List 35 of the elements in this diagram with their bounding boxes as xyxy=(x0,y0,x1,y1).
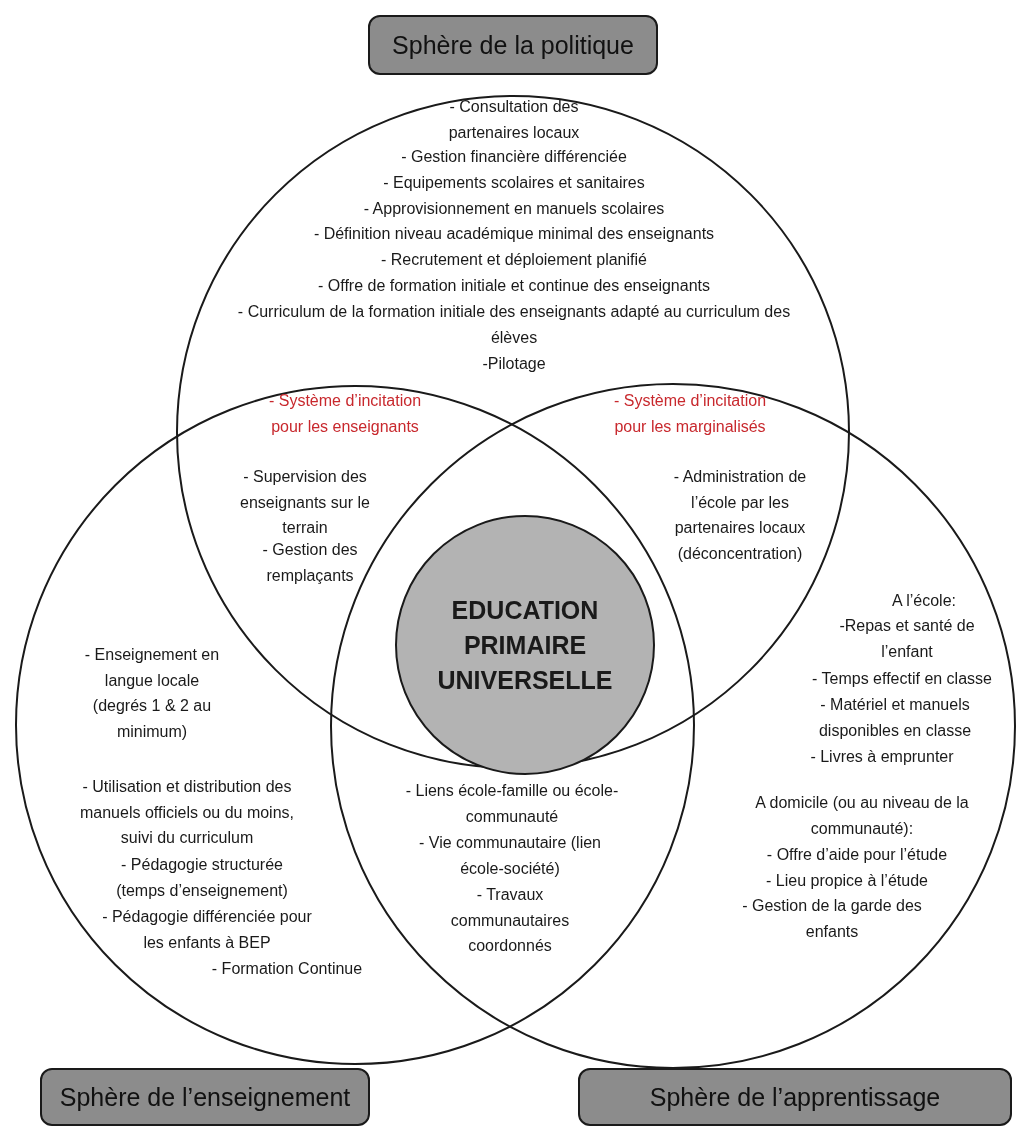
bullet-text: - Livres à emprunter xyxy=(809,747,955,767)
bullet-text: - Approvisionnement en manuels scolaires xyxy=(362,199,666,219)
bullet-text: - Supervision des enseignants sur le terrain xyxy=(239,467,371,538)
bullet-text: - Pédagogie structurée (temps d’enseignement) xyxy=(115,855,289,901)
bullet-text: A l’école: xyxy=(890,591,957,611)
bullet-text: - Pédagogie différenciée pour les enfants à BEP xyxy=(102,907,312,953)
bullet-text: - Vie communautaire (lien école-société) xyxy=(418,833,602,879)
bullet-text: -Repas et santé de l’enfant xyxy=(838,616,976,662)
bullet-text: - Offre de formation initiale et continue des enseignants xyxy=(317,276,711,296)
bullet-text: - Enseignement en langue locale (degrés 1 & 2 au minimum) xyxy=(83,645,221,742)
bullet-text: - Equipements scolaires et sanitaires xyxy=(382,173,646,193)
bullet-text: - Consultation des partenaires locaux xyxy=(447,97,581,143)
bullet-text: - Formation Continue xyxy=(210,959,364,979)
bullet-text: A domicile (ou au niveau de la communauté): xyxy=(754,793,970,839)
bullet-text: - Gestion de la garde des enfants xyxy=(741,896,923,942)
bullet-text: - Administration de l’école par les partenaires locaux (déconcentration) xyxy=(672,467,808,564)
bullet-text: - Offre d’aide pour l’étude xyxy=(765,845,949,865)
bullet-text: - Travaux communautaires coordonnés xyxy=(449,885,571,956)
bullet-text: - Liens école-famille ou école-communauté xyxy=(404,781,620,827)
bullet-text: - Définition niveau académique minimal des enseignants xyxy=(312,224,716,244)
highlighted-bullet-text: - Système d’incitation pour les marginalisés xyxy=(612,391,768,437)
bullet-text: - Lieu propice à l’étude xyxy=(765,871,929,891)
sphere-heading: Sphère de la politique xyxy=(368,15,658,75)
bullet-text: - Recrutement et déploiement planifié xyxy=(380,250,648,270)
sphere-heading: Sphère de l’enseignement xyxy=(40,1068,370,1126)
bullet-text: - Utilisation et distribution des manuels officiels ou du moins, suivi du curriculum xyxy=(78,777,295,848)
highlighted-bullet-text: - Système d’incitation pour les enseignants xyxy=(267,391,423,437)
bullet-text: - Gestion des remplaçants xyxy=(261,540,359,586)
sphere-heading: Sphère de l’apprentissage xyxy=(578,1068,1012,1126)
central-goal-circle: EDUCATION PRIMAIRE UNIVERSELLE xyxy=(395,515,655,775)
bullet-text: - Matériel et manuels disponibles en classe xyxy=(817,695,973,741)
bullet-text: - Curriculum de la formation initiale des enseignants adapté au curriculum des élèves xyxy=(236,302,792,348)
bullet-text: - Gestion financière différenciée xyxy=(400,147,628,167)
bullet-text: -Pilotage xyxy=(481,354,547,374)
bullet-text: - Temps effectif en classe xyxy=(811,669,993,689)
